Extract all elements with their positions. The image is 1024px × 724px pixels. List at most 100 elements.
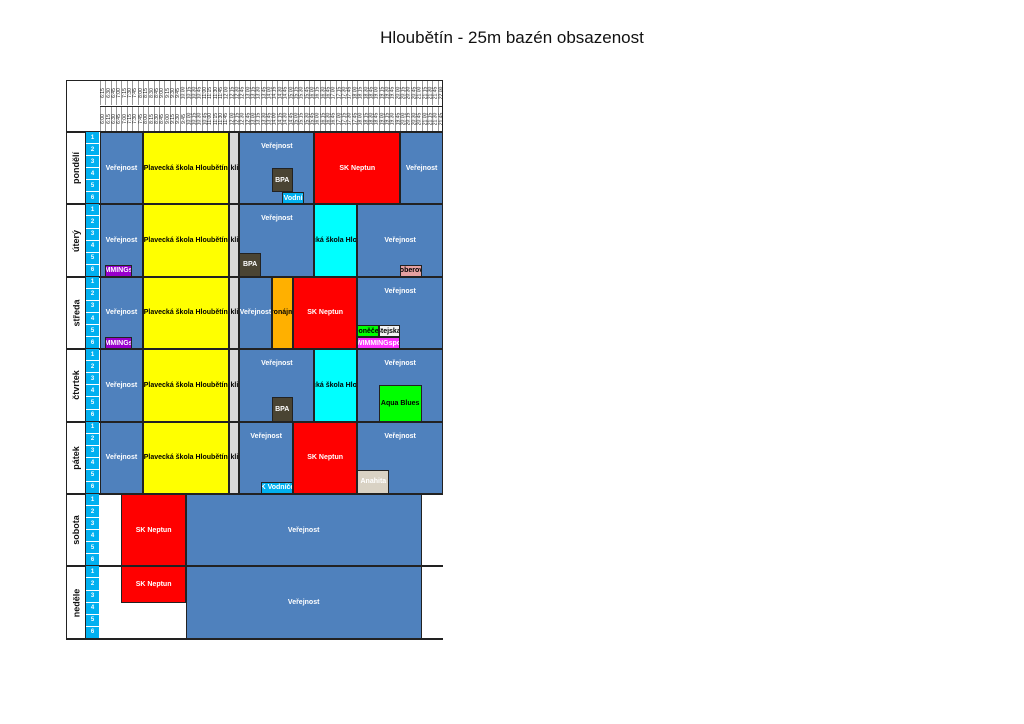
time-to-label: 16:45: [330, 107, 337, 131]
time-to-label: 6:45: [116, 107, 122, 131]
time-to-label: 14:30: [282, 107, 288, 131]
time-from-label: 9:30: [169, 81, 176, 105]
time-to-label: 14:00: [271, 107, 278, 131]
time-to-label: 8:45: [158, 107, 165, 131]
booking-block: Úklid: [228, 276, 240, 350]
time-from-label: 6:30: [105, 81, 112, 105]
lane-number: 3: [86, 445, 99, 458]
time-to-label: 11:00: [207, 107, 213, 131]
lane-number: 4: [86, 313, 99, 326]
booking-block: Úklid: [228, 421, 240, 494]
time-from-label: 21:15: [421, 81, 428, 105]
time-from-label: 13:00: [244, 81, 251, 105]
time-from-label: 11:00: [201, 81, 208, 105]
booking-block: Úklid: [228, 204, 240, 277]
lane-number: 1: [86, 349, 99, 362]
booking-block: Veřejnost: [400, 132, 444, 205]
time-from-label: 15:00: [287, 81, 294, 105]
time-from-label: 16:00: [309, 81, 315, 105]
time-from-label: 10:00: [180, 81, 187, 105]
booking-block: BPA: [271, 168, 293, 193]
time-to-label: 13:30: [260, 107, 267, 131]
lane-number: 5: [86, 180, 99, 193]
time-to-label: 7:15: [126, 107, 133, 131]
time-from-label: 7:45: [132, 81, 138, 105]
time-to-label: 16:15: [319, 107, 326, 131]
time-to-label: 8:30: [153, 107, 160, 131]
time-to-label: 14:15: [276, 107, 283, 131]
time-from-label: 15:30: [298, 81, 304, 105]
time-from-label: 17:00: [330, 81, 337, 105]
lane-number: 5: [86, 614, 99, 627]
time-from-label: 18:00: [351, 81, 358, 105]
time-from-label: 16:30: [319, 81, 326, 105]
day-label: pondělí: [66, 132, 86, 205]
time-from-label: 14:45: [282, 81, 288, 105]
booking-block: Aqua Blues: [378, 385, 422, 422]
time-to-label: 19:15: [384, 107, 390, 131]
time-to-label: 19:30: [389, 107, 396, 131]
time-from-label: 20:45: [410, 81, 417, 105]
lane-number: 3: [86, 156, 99, 169]
booking-block: SK Neptun: [292, 421, 358, 494]
booking-block: Anahita: [357, 469, 390, 494]
booking-block: Veřejnost: [100, 276, 143, 350]
lane-number: 2: [86, 216, 99, 229]
time-to-label: 8:00: [142, 107, 149, 131]
booking-block: SK Neptun: [292, 276, 358, 350]
time-to-label: 18:30: [368, 107, 374, 131]
time-from-label: 21:30: [426, 81, 433, 105]
time-to-label: 10:30: [196, 107, 203, 131]
booking-block: Pronájmy: [271, 276, 293, 350]
booking-block: Úklid: [228, 132, 240, 205]
booking-block: Plavecká škola Hloubětín: [314, 349, 358, 422]
time-from-label: 18:30: [362, 81, 369, 105]
lane-number: 4: [86, 602, 99, 615]
time-to-label: 9:15: [169, 107, 176, 131]
lane-number: 3: [86, 590, 99, 603]
time-to-label: 6:00: [100, 107, 106, 131]
time-from-label: 8:30: [148, 81, 154, 105]
lane-number: 4: [86, 168, 99, 181]
booking-block: Plavecká škola Hloubětín: [142, 421, 229, 494]
time-from-label: 10:30: [191, 81, 197, 105]
time-to-label: 8:15: [148, 107, 154, 131]
time-to-label: 21:30: [432, 107, 438, 131]
booking-block: Veřejnost: [100, 421, 143, 494]
time-to-label: 19:45: [394, 107, 401, 131]
time-from-label: 7:00: [116, 81, 122, 105]
lane-number: 2: [86, 361, 99, 374]
time-to-label: 12:30: [239, 107, 246, 131]
time-to-label: 17:15: [341, 107, 347, 131]
time-to-label: 12:00: [228, 107, 235, 131]
booking-block: DK Vodníček: [282, 192, 304, 205]
time-to-label: 12:45: [244, 107, 251, 131]
time-from-label: 7:15: [121, 81, 128, 105]
lane-number: 5: [86, 325, 99, 338]
booking-block: Plavecká škola Hloubětín: [142, 349, 229, 422]
time-to-label: 18:15: [362, 107, 369, 131]
time-from-label: 8:45: [153, 81, 160, 105]
time-from-label: 12:30: [234, 81, 240, 105]
lane-number: 2: [86, 433, 99, 446]
time-to-label: 20:15: [405, 107, 412, 131]
time-from-label: 11:45: [217, 81, 224, 105]
time-from-label: 14:00: [266, 81, 272, 105]
time-from-label: 19:30: [384, 81, 390, 105]
booking-block: Plavecká škola Hloubětín: [142, 276, 229, 350]
time-from-label: 11:30: [212, 81, 219, 105]
time-from-label: 21:45: [432, 81, 438, 105]
lane-number: 5: [86, 469, 99, 482]
booking-block: SK Neptun: [314, 132, 401, 205]
booking-block: Veřejnost: [185, 494, 422, 567]
time-from-label: 13:30: [255, 81, 262, 105]
time-from-label: 11:15: [207, 81, 213, 105]
time-from-label: 16:15: [314, 81, 321, 105]
time-to-label: 9:00: [164, 107, 170, 131]
time-from-label: 13:45: [260, 81, 267, 105]
lane-number: 5: [86, 542, 99, 555]
lane-number: 3: [86, 300, 99, 313]
time-to-label: 17:30: [346, 107, 353, 131]
time-from-label: 8:15: [142, 81, 149, 105]
time-to-label: 9:30: [175, 107, 181, 131]
